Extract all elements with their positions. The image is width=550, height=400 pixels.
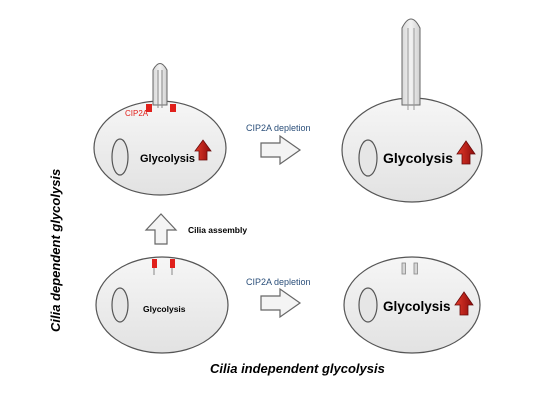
cilium-long bbox=[401, 18, 421, 106]
cip2a-marker bbox=[146, 104, 152, 112]
nucleus-icon bbox=[358, 287, 378, 323]
nucleus-icon bbox=[111, 138, 129, 176]
right-arrow-icon bbox=[260, 134, 302, 166]
nucleus-icon bbox=[111, 287, 129, 323]
cell-top-left: CIP2A Glycolysis bbox=[93, 63, 227, 196]
cip2a-marker bbox=[152, 259, 157, 268]
up-arrow-icon bbox=[454, 291, 474, 316]
glycolysis-label: Glycolysis bbox=[143, 304, 186, 314]
glycolysis-label: Glycolysis bbox=[383, 299, 451, 314]
side-title: Cilia dependent glycolysis bbox=[48, 169, 63, 332]
cip2a-marker bbox=[170, 259, 175, 268]
depletion-label: CIP2A depletion bbox=[246, 123, 311, 133]
up-arrow-icon bbox=[456, 140, 476, 165]
cip2a-label: CIP2A bbox=[125, 109, 149, 118]
bottom-title: Cilia independent glycolysis bbox=[210, 361, 385, 376]
basal-body-stub bbox=[413, 262, 418, 275]
right-arrow-icon bbox=[260, 287, 302, 319]
glycolysis-label: Glycolysis bbox=[140, 153, 195, 165]
depletion-label: CIP2A depletion bbox=[246, 277, 311, 287]
depletion-arrow-top: CIP2A depletion bbox=[246, 123, 311, 166]
basal-body-stub bbox=[401, 262, 406, 275]
glycolysis-label: Glycolysis bbox=[383, 150, 453, 166]
nucleus-icon bbox=[358, 139, 378, 177]
up-outline-arrow-icon bbox=[144, 213, 178, 245]
cell-bottom-right: Glycolysis bbox=[343, 256, 481, 354]
cilia-assembly-label: Cilia assembly bbox=[188, 225, 247, 235]
cell-bottom-left: Glycolysis bbox=[95, 256, 229, 354]
cell-top-right: Glycolysis bbox=[341, 18, 483, 203]
cip2a-marker bbox=[170, 104, 176, 112]
up-arrow-icon bbox=[194, 139, 212, 161]
depletion-arrow-bottom: CIP2A depletion bbox=[246, 277, 311, 319]
cilium-short bbox=[152, 63, 168, 106]
cilia-assembly-arrow: Cilia assembly bbox=[144, 213, 247, 245]
